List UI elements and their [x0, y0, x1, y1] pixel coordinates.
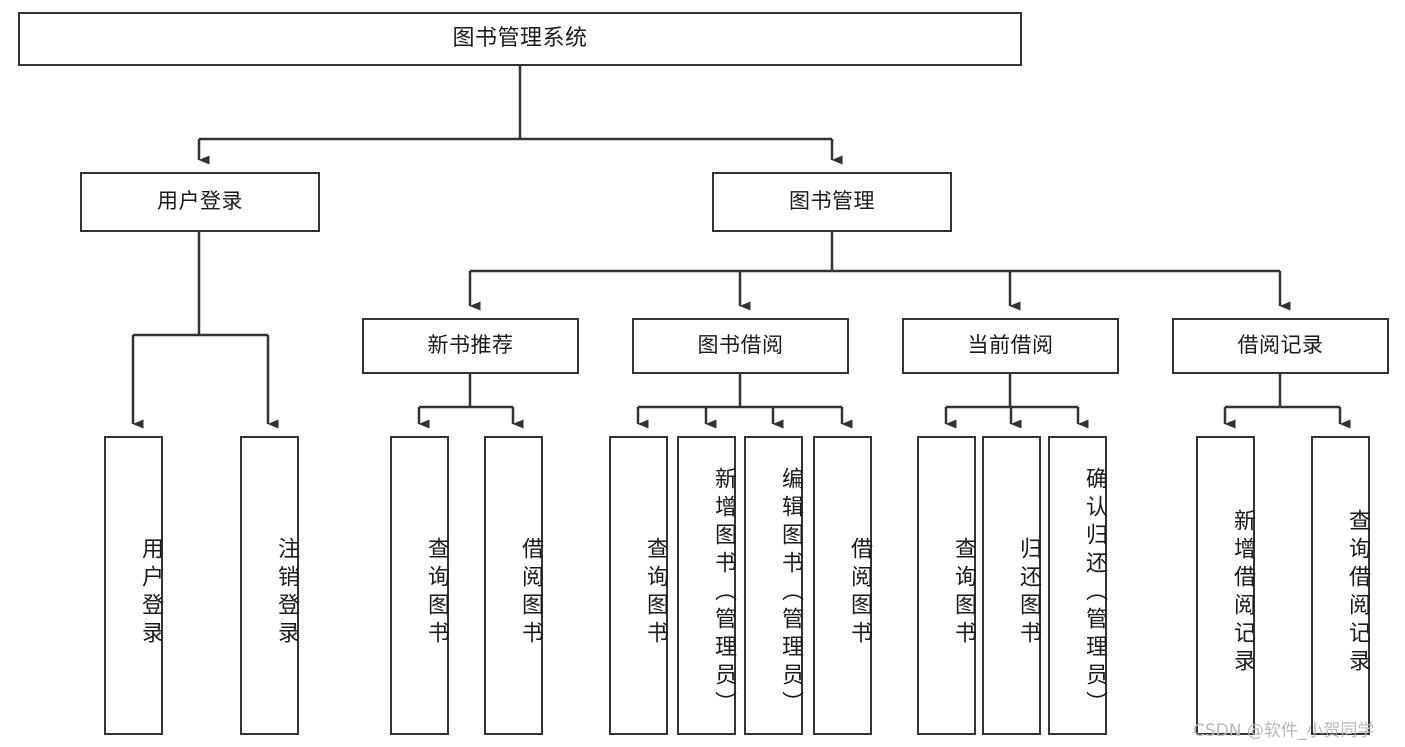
leaf-borrow-query-book[interactable]: 查询图书 [609, 436, 668, 735]
leaf-borrow-borrow-book[interactable]: 借阅图书 [813, 436, 872, 735]
node-borrow-record-label: 借阅记录 [1237, 333, 1324, 358]
node-root-system-label: 图书管理系统 [452, 25, 588, 51]
leaf-current-confirm-return-label: 确认归还（管理员） [1082, 466, 1107, 719]
leaf-current-confirm-return[interactable]: 确认归还（管理员） [1048, 436, 1107, 735]
leaf-recommend-borrow-book[interactable]: 借阅图书 [484, 436, 543, 735]
leaf-current-query-book[interactable]: 查询图书 [917, 436, 976, 735]
node-new-book-recommend[interactable]: 新书推荐 [362, 318, 579, 374]
leaf-record-query-record-label: 查询借阅记录 [1345, 508, 1370, 677]
leaf-borrow-add-book[interactable]: 新增图书（管理员） [677, 436, 736, 735]
leaf-current-query-book-label: 查询图书 [951, 536, 976, 649]
leaf-record-add-record[interactable]: 新增借阅记录 [1196, 436, 1255, 735]
leaf-user-logout[interactable]: 注销登录 [240, 436, 299, 735]
leaf-recommend-borrow-book-label: 借阅图书 [518, 536, 543, 649]
watermark: CSDN @软件_小贺同学 [1193, 721, 1375, 741]
node-book-management[interactable]: 图书管理 [712, 172, 952, 232]
node-new-book-recommend-label: 新书推荐 [427, 333, 514, 358]
leaf-current-return-book-label: 归还图书 [1016, 536, 1041, 649]
node-root-system[interactable]: 图书管理系统 [18, 12, 1022, 66]
leaf-current-return-book[interactable]: 归还图书 [982, 436, 1041, 735]
leaf-borrow-edit-book-label: 编辑图书（管理员） [778, 466, 803, 719]
node-user-login[interactable]: 用户登录 [80, 172, 320, 232]
leaf-borrow-borrow-book-label: 借阅图书 [847, 536, 872, 649]
leaf-record-add-record-label: 新增借阅记录 [1230, 508, 1255, 677]
leaf-user-logout-label: 注销登录 [274, 536, 299, 649]
leaf-record-query-record[interactable]: 查询借阅记录 [1311, 436, 1370, 735]
node-book-management-label: 图书管理 [789, 189, 875, 214]
node-current-borrow-label: 当前借阅 [967, 333, 1054, 358]
leaf-borrow-edit-book[interactable]: 编辑图书（管理员） [744, 436, 803, 735]
node-current-borrow[interactable]: 当前借阅 [902, 318, 1119, 374]
leaf-recommend-query-book[interactable]: 查询图书 [390, 436, 449, 735]
node-book-borrow[interactable]: 图书借阅 [632, 318, 849, 374]
leaf-borrow-query-book-label: 查询图书 [643, 536, 668, 649]
leaf-user-login[interactable]: 用户登录 [104, 436, 163, 735]
node-borrow-record[interactable]: 借阅记录 [1172, 318, 1389, 374]
leaf-user-login-label: 用户登录 [138, 536, 163, 649]
leaf-recommend-query-book-label: 查询图书 [424, 536, 449, 649]
node-user-login-label: 用户登录 [157, 189, 243, 214]
node-book-borrow-label: 图书借阅 [697, 333, 784, 358]
leaf-borrow-add-book-label: 新增图书（管理员） [711, 466, 736, 719]
